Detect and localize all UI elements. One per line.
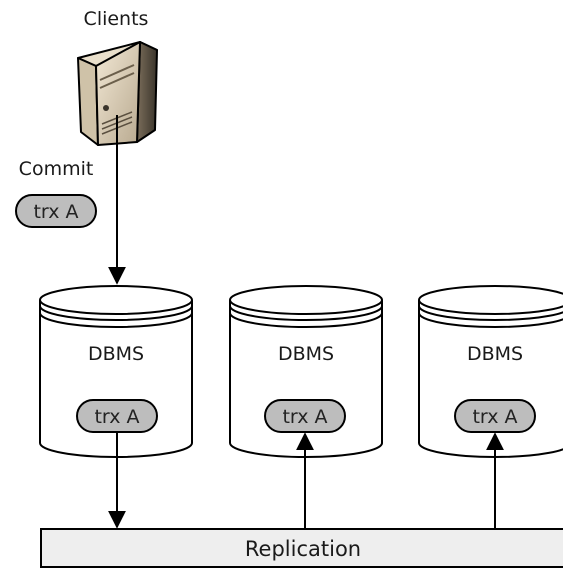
- clients-label: Clients: [84, 8, 149, 30]
- dbms-cylinder-1: DBMS trx A: [39, 285, 193, 458]
- dbms-cylinder-2: DBMS trx A: [229, 285, 383, 458]
- commit-label: Commit: [19, 158, 94, 180]
- replication-bar: Replication: [40, 528, 563, 568]
- dbms-trx-label-1: trx A: [94, 406, 139, 428]
- commit-trx-label: trx A: [33, 201, 78, 223]
- replication-label: Replication: [245, 537, 361, 561]
- dbms-label-1: DBMS: [88, 343, 144, 365]
- dbms-trx-label-3: trx A: [472, 406, 517, 428]
- dbms-cylinder-3: DBMS trx A: [418, 285, 563, 458]
- server-computer-icon: [77, 41, 158, 146]
- commit-trx-pill: trx A: [15, 194, 97, 228]
- dbms-label-2: DBMS: [278, 343, 334, 365]
- dbms-label-3: DBMS: [467, 343, 523, 365]
- dbms-trx-label-2: trx A: [282, 406, 327, 428]
